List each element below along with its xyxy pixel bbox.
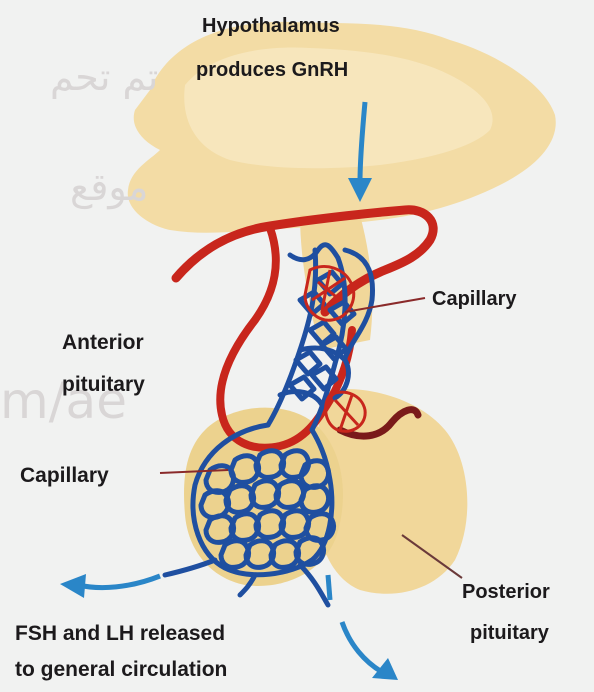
release-label-line-1: FSH and LH released	[15, 621, 225, 646]
capillary-lower-label: Capillary	[20, 463, 109, 488]
watermark-line-1: تم تحم	[50, 55, 158, 99]
anterior-label-line-2: pituitary	[62, 372, 145, 397]
release-arrow-right	[342, 622, 398, 680]
hypothalamus-label-line-2: produces GnRH	[196, 58, 348, 82]
release-label-line-2: to general circulation	[15, 657, 227, 682]
watermark-line-2: موقع	[70, 165, 148, 209]
posterior-label-line-1: Posterior	[462, 580, 550, 604]
anterior-label-line-1: Anterior	[62, 330, 144, 355]
capillary-upper-label: Capillary	[432, 287, 516, 311]
release-stub-center	[328, 575, 330, 600]
hypothalamus-label-line-1: Hypothalamus	[202, 14, 340, 38]
release-arrow-left	[60, 574, 160, 598]
posterior-label-line-2: pituitary	[470, 621, 549, 645]
